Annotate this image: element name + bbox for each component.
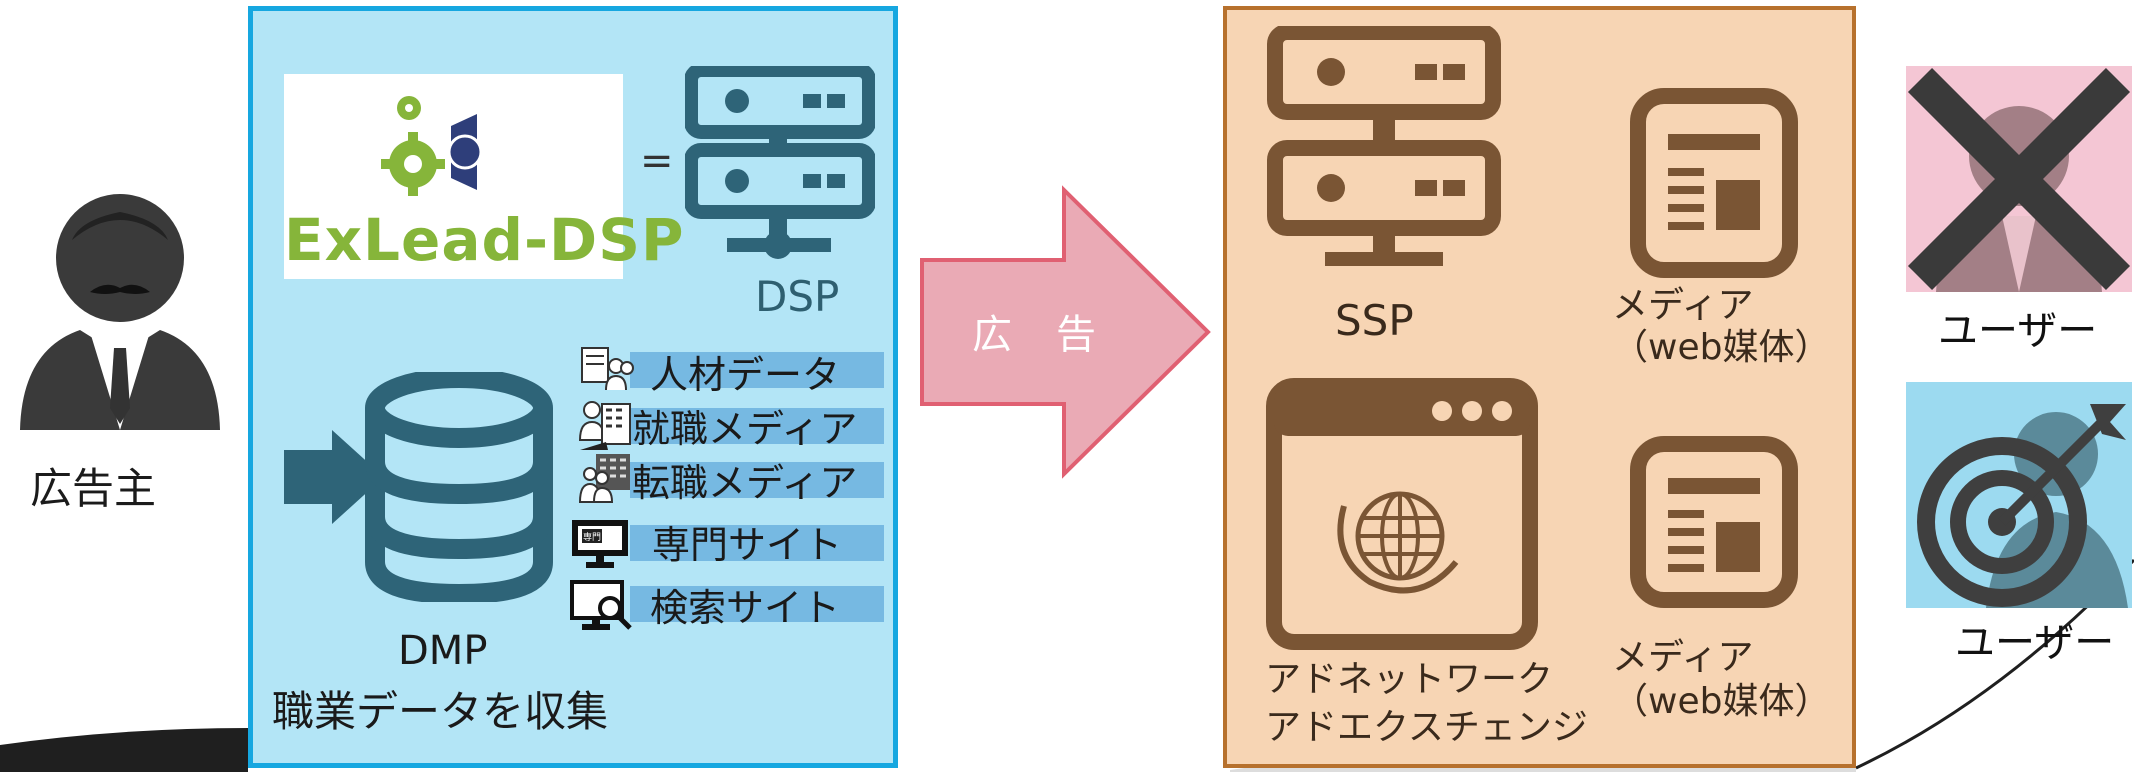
data-source-label: 転職メディア — [632, 461, 858, 505]
ad-network-window-icon — [1266, 378, 1538, 650]
ad-arrow-label: 広告 — [972, 312, 1140, 358]
data-source-band — [630, 352, 884, 388]
data-source-label: 人材データ — [650, 353, 841, 397]
dsp-server-icon — [685, 66, 875, 259]
media-page-icon-bottom — [1630, 436, 1798, 608]
media-label-top-line1: メディア — [1612, 285, 1754, 326]
user-label-targeted: ユーザー — [1955, 620, 2115, 666]
data-source-label: 検索サイト — [650, 586, 841, 630]
ssp-server-icon — [1267, 26, 1501, 266]
specialty-site-monitor-icon: 専門 — [572, 520, 628, 568]
specialty-icon-text: 専門 — [583, 531, 601, 543]
data-source-band — [630, 408, 884, 444]
people-data-icon — [581, 347, 634, 391]
ad-arrow — [920, 185, 1211, 479]
data-source-label: 就職メディア — [632, 407, 858, 451]
network-label-line1: アドネットワーク — [1265, 659, 1554, 700]
career-change-media-icon — [578, 454, 630, 503]
media-label-bottom-line2: （web媒体） — [1612, 681, 1831, 722]
dsp-label: DSP — [755, 272, 840, 321]
data-source-band — [630, 462, 884, 498]
advertiser-person-icon — [20, 194, 220, 430]
user-label-excluded: ユーザー — [1938, 308, 2098, 354]
job-media-icon — [578, 401, 631, 450]
dmp-subtitle: 職業データを収集 — [272, 687, 609, 736]
excluded-user-icon — [1906, 66, 2132, 292]
search-site-monitor-icon — [570, 580, 632, 630]
media-label-bottom-line1: メディア — [1612, 637, 1754, 678]
ssp-label: SSP — [1335, 296, 1414, 345]
data-source-label: 専門サイト — [652, 523, 843, 567]
advertiser-label: 広告主 — [30, 464, 157, 513]
exlead-dsp-logo-text: ExLead-DSP — [284, 206, 685, 274]
targeted-user-icon — [1906, 382, 2132, 608]
dmp-label: DMP — [398, 628, 488, 674]
network-label-line2: アドエクスチェンジ — [1265, 707, 1588, 748]
data-source-band — [630, 525, 884, 561]
media-page-icon-top — [1630, 88, 1798, 278]
media-label-top-line2: （web媒体） — [1612, 327, 1831, 368]
dmp-database-icon — [284, 372, 553, 602]
gear-logo-icon — [381, 96, 483, 196]
globe-icon — [1337, 491, 1459, 594]
equals-sign: = — [640, 138, 674, 184]
data-source-band — [630, 586, 884, 622]
